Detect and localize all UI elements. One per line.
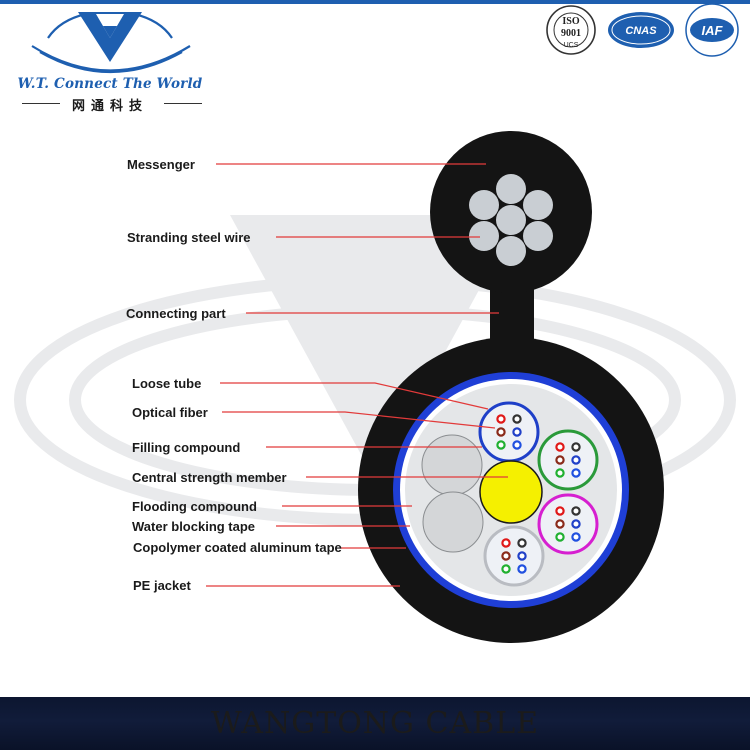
optical-fiber bbox=[555, 442, 565, 452]
filler-rod bbox=[421, 434, 483, 496]
optical-fiber bbox=[496, 440, 506, 450]
loose-tube bbox=[478, 401, 540, 463]
footer-bar bbox=[0, 697, 750, 750]
background-watermark bbox=[14, 215, 736, 526]
brand-name-rule-right bbox=[164, 103, 202, 104]
leader-optical-fiber bbox=[222, 411, 496, 429]
label-stranding-steel-wire: Stranding steel wire bbox=[127, 230, 251, 245]
optical-fiber bbox=[512, 414, 522, 424]
leader-loose-tube bbox=[220, 382, 489, 410]
iaf-badge-icon bbox=[685, 3, 739, 57]
optical-fiber bbox=[496, 414, 506, 424]
optical-fiber bbox=[555, 506, 565, 516]
central-strength-member bbox=[479, 460, 543, 524]
optical-fiber bbox=[571, 468, 581, 478]
label-copolymer-coated-aluminum-tape: Copolymer coated aluminum tape bbox=[133, 540, 342, 555]
steel-wire bbox=[523, 190, 553, 220]
optical-fiber bbox=[555, 455, 565, 465]
steel-wire bbox=[469, 190, 499, 220]
label-loose-tube: Loose tube bbox=[132, 376, 202, 391]
label-filling-compound: Filling compound bbox=[132, 440, 241, 455]
filler-rod bbox=[422, 491, 484, 553]
optical-fiber bbox=[496, 427, 506, 437]
label-flooding-compound: Flooding compound bbox=[132, 499, 257, 514]
cnas-badge-text: CNAS bbox=[625, 25, 657, 37]
steel-wire bbox=[496, 236, 526, 266]
optical-fiber bbox=[571, 519, 581, 529]
steel-wire bbox=[523, 221, 553, 251]
brand-logo-icon bbox=[31, 12, 191, 73]
optical-fiber bbox=[571, 506, 581, 516]
steel-wire bbox=[496, 174, 526, 204]
label-optical-fiber: Optical fiber bbox=[132, 405, 208, 420]
brand-tagline: W.T. Connect The World bbox=[17, 76, 203, 92]
footer-title: WANGTONG CABLE bbox=[210, 706, 540, 741]
loose-tube bbox=[537, 493, 599, 555]
steel-wire-center bbox=[496, 205, 526, 235]
stranding-steel-wires bbox=[469, 174, 553, 266]
loose-tube bbox=[537, 429, 599, 491]
brand-name-cn: 网通科技 bbox=[71, 99, 148, 114]
iso-badge-line2: 9001 bbox=[561, 28, 581, 39]
optical-fiber bbox=[517, 564, 527, 574]
optical-fiber bbox=[512, 427, 522, 437]
cnas-badge-icon bbox=[608, 12, 674, 48]
cable-cross-section bbox=[358, 131, 664, 643]
optical-fiber bbox=[555, 532, 565, 542]
loose-tube bbox=[483, 525, 545, 587]
watermark-triangle bbox=[230, 215, 520, 480]
brand-name-rule-left bbox=[22, 103, 60, 104]
iso-9001-badge-icon bbox=[546, 5, 596, 55]
iaf-badge-text: IAF bbox=[702, 23, 724, 38]
optical-fiber bbox=[501, 551, 511, 561]
label-pe-jacket: PE jacket bbox=[133, 578, 191, 593]
steel-wire bbox=[469, 221, 499, 251]
label-connecting-part: Connecting part bbox=[126, 306, 226, 321]
optical-fibers bbox=[496, 414, 581, 574]
optical-fiber bbox=[555, 468, 565, 478]
optical-fiber bbox=[512, 440, 522, 450]
optical-fiber bbox=[517, 538, 527, 548]
leader-lines bbox=[206, 163, 508, 587]
iso-badge-line1: ISO bbox=[562, 16, 579, 27]
label-water-blocking-tape: Water blocking tape bbox=[132, 519, 256, 534]
optical-fiber bbox=[571, 532, 581, 542]
optical-fiber bbox=[571, 442, 581, 452]
optical-fiber bbox=[517, 551, 527, 561]
optical-fiber bbox=[555, 519, 565, 529]
optical-fiber bbox=[501, 564, 511, 574]
top-accent-rule bbox=[0, 0, 750, 4]
optical-fiber bbox=[571, 455, 581, 465]
iso-badge-line3: UCS bbox=[564, 42, 579, 49]
label-messenger: Messenger bbox=[127, 157, 195, 172]
label-central-strength-member: Central strength member bbox=[132, 470, 287, 485]
optical-fiber bbox=[501, 538, 511, 548]
